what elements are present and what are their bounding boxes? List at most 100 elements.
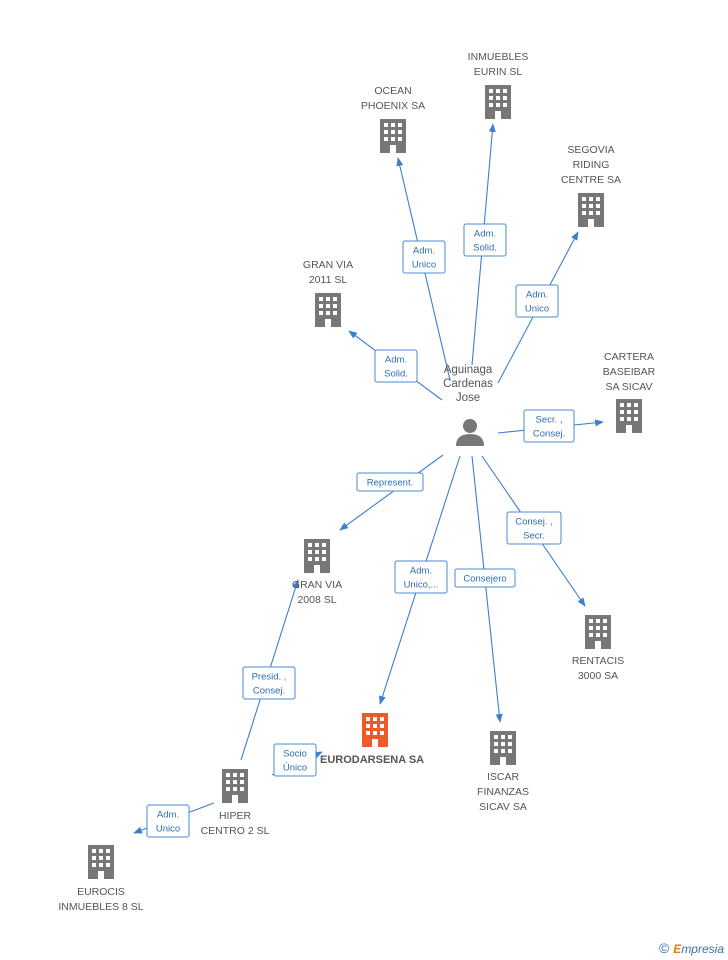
edge-label-text: Consejero bbox=[463, 574, 506, 585]
company-node-gran-via-2011[interactable]: GRAN VIA 2011 SL bbox=[303, 259, 353, 327]
edge-label-text: Único bbox=[283, 763, 307, 774]
edge-label-text: Consej. bbox=[533, 429, 565, 440]
company-label: PHOENIX SA bbox=[361, 100, 425, 112]
company-label: RIDING bbox=[573, 159, 610, 171]
person-name-line: Aguinaga bbox=[444, 364, 493, 376]
company-label: CENTRE SA bbox=[561, 174, 621, 186]
edge-label-to-cartera-baseibar[interactable]: Secr. ,Consej. bbox=[523, 409, 575, 443]
edge-label-box bbox=[506, 511, 562, 545]
company-label: INMUEBLES 8 SL bbox=[58, 901, 143, 913]
building-icon bbox=[585, 615, 611, 649]
company-label: EURIN SL bbox=[474, 66, 523, 78]
company-label: BASEIBAR bbox=[603, 366, 656, 378]
edge-label-text: Unico,... bbox=[404, 580, 439, 591]
edge-label-to-iscar-finanzas[interactable]: Consejero bbox=[454, 568, 516, 588]
building-icon bbox=[315, 293, 341, 327]
edge-label-box bbox=[374, 349, 418, 383]
company-label: SA SICAV bbox=[605, 381, 652, 393]
building-icon bbox=[485, 85, 511, 119]
company-label: 3000 SA bbox=[578, 670, 618, 682]
company-label: GRAN VIA bbox=[303, 259, 353, 271]
edge-label-text: Presid. , bbox=[252, 672, 287, 683]
edge-label-to-inmuebles-eurin[interactable]: Adm. Solid. bbox=[463, 223, 507, 257]
company-label: 2011 SL bbox=[309, 274, 347, 286]
company-node-cartera-baseibar[interactable]: CARTERA BASEIBAR SA SICAV bbox=[603, 351, 656, 433]
edge-label-box bbox=[463, 223, 507, 257]
company-label: 2008 SL bbox=[297, 594, 336, 606]
edge-label-to-gran-via-2011[interactable]: Adm. Solid. bbox=[374, 349, 418, 383]
edge-label-text: Solid. bbox=[384, 369, 408, 380]
company-label: CARTERA bbox=[604, 351, 654, 363]
main-company-node[interactable]: EURODARSENA SA bbox=[320, 713, 424, 766]
person-name-line: Jose bbox=[456, 392, 480, 404]
company-label: INMUEBLES bbox=[468, 51, 529, 63]
edge-label-box bbox=[146, 804, 190, 838]
nodes-layer: INMUEBLES EURIN SL OCEAN PHOENIX SA SEGOVIA R… bbox=[58, 51, 655, 913]
company-label: SEGOVIA bbox=[567, 144, 614, 156]
edge-label-text: Adm. bbox=[385, 355, 407, 366]
edge-label-box bbox=[273, 743, 317, 777]
company-label: OCEAN bbox=[374, 85, 411, 97]
building-icon bbox=[304, 539, 330, 573]
company-label: SICAV SA bbox=[479, 801, 527, 813]
copyright-symbol: © bbox=[658, 940, 670, 956]
building-icon bbox=[362, 713, 388, 747]
company-label: ISCAR bbox=[487, 771, 520, 783]
edge-line-to-gran-via-2008 bbox=[339, 454, 444, 531]
building-icon bbox=[578, 193, 604, 227]
edge-label-box bbox=[523, 409, 575, 443]
edge-label-text: Consej. bbox=[253, 686, 285, 697]
company-node-inmuebles-eurin[interactable]: INMUEBLES EURIN SL bbox=[468, 51, 529, 119]
company-node-hiper-centro-2[interactable]: HIPER CENTRO 2 SL bbox=[201, 769, 270, 837]
company-label: EUROCIS bbox=[77, 886, 125, 898]
person-name-line: Cardenas bbox=[443, 378, 493, 390]
company-label: HIPER bbox=[219, 810, 252, 822]
building-icon bbox=[88, 845, 114, 879]
edge-label-to-rentacis-3000[interactable]: Consej. , Secr. bbox=[506, 511, 562, 545]
edge-label-box bbox=[402, 240, 446, 274]
company-node-eurocis-inmuebles-8[interactable]: EUROCIS INMUEBLES 8 SL bbox=[58, 845, 144, 913]
main-company-label: EURODARSENA SA bbox=[320, 754, 424, 766]
edge-label-text: Secr. bbox=[523, 531, 545, 542]
edge-label-to-ocean-phoenix[interactable]: Adm. Unico bbox=[402, 240, 446, 274]
edge-label-text: Represent. bbox=[367, 478, 413, 489]
edge-label-text: Unico bbox=[412, 260, 436, 271]
edge-label-box bbox=[515, 284, 559, 318]
company-node-iscar-finanzas[interactable]: ISCAR FINANZAS SICAV SA bbox=[477, 731, 529, 813]
edge-label-text: Adm. bbox=[474, 229, 496, 240]
edge-label-hiper-to-eurocis[interactable]: Adm. Unico bbox=[146, 804, 190, 838]
company-node-segovia-riding[interactable]: SEGOVIA RIDING CENTRE SA bbox=[561, 144, 621, 227]
edge-label-text: Unico bbox=[525, 304, 549, 315]
edge-label-text: Adm. bbox=[157, 810, 179, 821]
company-label: FINANZAS bbox=[477, 786, 529, 798]
company-node-ocean-phoenix[interactable]: OCEAN PHOENIX SA bbox=[361, 85, 425, 153]
building-icon bbox=[616, 399, 642, 433]
company-node-rentacis-3000[interactable]: RENTACIS 3000 SA bbox=[572, 615, 624, 682]
company-label: CENTRO 2 SL bbox=[201, 825, 270, 837]
edge-label-text: Adm. bbox=[526, 290, 548, 301]
edge-label-box bbox=[454, 568, 516, 588]
edge-label-text: Solid. bbox=[473, 243, 497, 254]
edge-label-text: Adm. bbox=[410, 566, 432, 577]
edge-label-box bbox=[356, 472, 424, 492]
edge-label-text: Consej. , bbox=[515, 517, 553, 528]
brand-name: mpresia bbox=[681, 942, 724, 956]
brand-initial: E bbox=[673, 942, 682, 956]
brand-footer[interactable]: ©Empresia bbox=[659, 940, 724, 956]
edge-label-to-eurodarsena[interactable]: Adm. Unico,... bbox=[394, 560, 448, 594]
edge-label-hiper-to-gran-via-2008[interactable]: Presid. , Consej. bbox=[242, 666, 296, 700]
edge-line-to-iscar-finanzas bbox=[471, 455, 503, 723]
edge-label-text: Socio bbox=[283, 749, 307, 760]
edge-label-to-segovia-riding[interactable]: Adm. Unico bbox=[515, 284, 559, 318]
edge-label-text: Unico bbox=[156, 824, 180, 835]
building-icon bbox=[222, 769, 248, 803]
building-icon bbox=[380, 119, 406, 153]
edge-label-to-gran-via-2008[interactable]: Represent. bbox=[356, 472, 424, 492]
edge-label-text: Adm. bbox=[413, 246, 435, 257]
company-label: RENTACIS bbox=[572, 655, 624, 667]
edge-label-box bbox=[242, 666, 296, 700]
